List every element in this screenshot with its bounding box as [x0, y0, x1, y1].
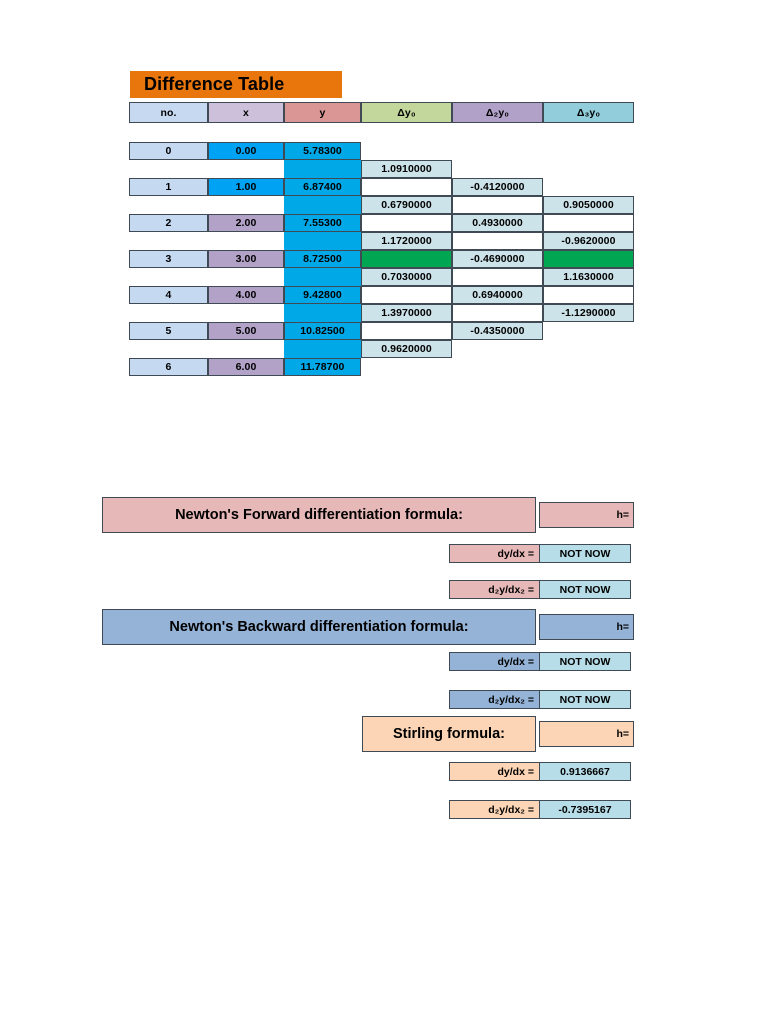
table-cell-delta3: -0.9620000 [543, 232, 634, 250]
table-spacer-y [284, 196, 361, 214]
table-cell-y: 5.78300 [284, 142, 361, 160]
table-cell-x: 2.00 [208, 214, 284, 232]
table-cell-blank [452, 304, 543, 322]
stirling-formula-title: Stirling formula: [362, 716, 536, 752]
backward-formula-title: Newton's Backward differentiation formul… [102, 609, 536, 645]
table-cell-blank [543, 286, 634, 304]
forward-h-input[interactable]: h= [539, 502, 634, 528]
table-cell-x: 6.00 [208, 358, 284, 376]
table-cell-y: 10.82500 [284, 322, 361, 340]
table-cell-x: 5.00 [208, 322, 284, 340]
table-spacer-y [284, 160, 361, 178]
table-cell-highlight [361, 250, 452, 268]
stirling-h-input[interactable]: h= [539, 721, 634, 747]
forward-d2ydx2-value: NOT NOW [540, 580, 631, 599]
table-cell-y: 9.42800 [284, 286, 361, 304]
stirling-dydx-label: dy/dx = [449, 762, 540, 781]
table-cell-x: 4.00 [208, 286, 284, 304]
table-cell-blank [361, 178, 452, 196]
table-row: 6 [129, 358, 208, 376]
table-row: 0 [129, 142, 208, 160]
table-row: 3 [129, 250, 208, 268]
table-header-delta3: Δ₃y₀ [543, 102, 634, 123]
table-row: 1 [129, 178, 208, 196]
table-cell-delta1: 0.6790000 [361, 196, 452, 214]
table-cell-delta2: 0.4930000 [452, 214, 543, 232]
table-cell-blank [452, 232, 543, 250]
table-cell-delta2: -0.4690000 [452, 250, 543, 268]
table-spacer-y [284, 304, 361, 322]
stirling-d2ydx2-value: -0.7395167 [540, 800, 631, 819]
stirling-d2ydx2-label: d₂y/dx₂ = [449, 800, 540, 819]
table-header-x: x [208, 102, 284, 123]
table-header-no: no. [129, 102, 208, 123]
backward-dydx-value: NOT NOW [540, 652, 631, 671]
table-cell-delta3: 0.9050000 [543, 196, 634, 214]
table-spacer-y [284, 340, 361, 358]
page-title: Difference Table [130, 71, 342, 98]
table-cell-delta2: -0.4350000 [452, 322, 543, 340]
forward-formula-title: Newton's Forward differentiation formula… [102, 497, 536, 533]
table-cell-delta1: 0.9620000 [361, 340, 452, 358]
backward-dydx-label: dy/dx = [449, 652, 540, 671]
forward-dydx-value: NOT NOW [540, 544, 631, 563]
table-cell-y: 7.55300 [284, 214, 361, 232]
table-cell-blank [452, 268, 543, 286]
table-spacer-y [284, 268, 361, 286]
table-row: 4 [129, 286, 208, 304]
table-cell-blank [361, 286, 452, 304]
table-cell-delta2: -0.4120000 [452, 178, 543, 196]
table-cell-blank [361, 214, 452, 232]
table-header-y: y [284, 102, 361, 123]
table-cell-delta1: 1.1720000 [361, 232, 452, 250]
table-cell-delta3: -1.1290000 [543, 304, 634, 322]
backward-d2ydx2-label: d₂y/dx₂ = [449, 690, 540, 709]
table-cell-blank [543, 214, 634, 232]
table-cell-blank [361, 322, 452, 340]
table-spacer-y [284, 232, 361, 250]
backward-h-input[interactable]: h= [539, 614, 634, 640]
table-cell-blank [452, 196, 543, 214]
table-cell-y: 6.87400 [284, 178, 361, 196]
table-cell-x: 3.00 [208, 250, 284, 268]
table-cell-delta1: 1.0910000 [361, 160, 452, 178]
table-row: 2 [129, 214, 208, 232]
table-cell-delta1: 0.7030000 [361, 268, 452, 286]
table-cell-y: 8.72500 [284, 250, 361, 268]
table-cell-delta2: 0.6940000 [452, 286, 543, 304]
table-cell-highlight [543, 250, 634, 268]
table-cell-x: 0.00 [208, 142, 284, 160]
difference-table: no. x y Δy₀ Δ₂y₀ Δ₃y₀ 0 0.00 5.78300 1.0… [129, 102, 634, 382]
table-header-delta1: Δy₀ [361, 102, 452, 123]
table-cell-delta1: 1.3970000 [361, 304, 452, 322]
table-cell-x: 1.00 [208, 178, 284, 196]
table-cell-y: 11.78700 [284, 358, 361, 376]
table-header-delta2: Δ₂y₀ [452, 102, 543, 123]
table-cell-delta3: 1.1630000 [543, 268, 634, 286]
backward-d2ydx2-value: NOT NOW [540, 690, 631, 709]
stirling-dydx-value: 0.9136667 [540, 762, 631, 781]
table-row: 5 [129, 322, 208, 340]
forward-dydx-label: dy/dx = [449, 544, 540, 563]
forward-d2ydx2-label: d₂y/dx₂ = [449, 580, 540, 599]
